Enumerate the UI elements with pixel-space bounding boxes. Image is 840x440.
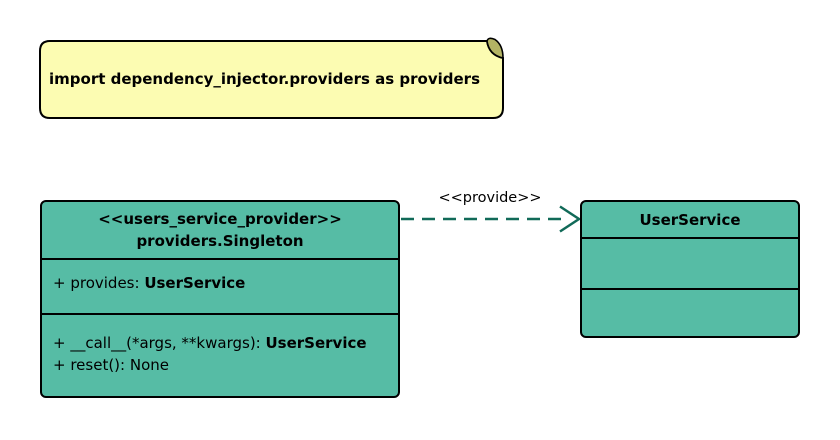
import-note-text: import dependency_injector.providers as … [49, 70, 481, 88]
class-methods-section-empty [582, 288, 798, 336]
class-header-userservice: UserService [582, 202, 798, 237]
method-type: UserService [265, 334, 367, 352]
class-name: providers.Singleton [136, 232, 304, 250]
class-methods-section: + __call__(*args, **kwargs): UserService… [42, 313, 398, 398]
import-note: import dependency_injector.providers as … [40, 41, 503, 118]
attribute-row: + provides: UserService [53, 272, 392, 294]
class-stereotype: <<users_service_provider>> [98, 210, 342, 228]
method-row: + __call__(*args, **kwargs): UserService [53, 332, 392, 354]
class-box-providers-singleton: <<users_service_provider>> providers.Sin… [40, 200, 400, 398]
class-header-providers-singleton: <<users_service_provider>> providers.Sin… [42, 202, 398, 258]
class-box-userservice: UserService [580, 200, 800, 338]
attribute-text: + provides: [53, 274, 145, 292]
class-name: UserService [639, 210, 741, 229]
arrow-label: <<provide>> [438, 190, 542, 206]
class-attributes-section: + provides: UserService [42, 258, 398, 313]
method-row: + reset(): None [53, 354, 392, 376]
method-text: + __call__(*args, **kwargs): [53, 334, 266, 352]
method-text: + reset(): None [53, 356, 169, 374]
class-attributes-section-empty [582, 237, 798, 288]
dependency-arrowhead-icon [559, 205, 582, 233]
note-fold-icon [486, 37, 504, 59]
attribute-type: UserService [144, 274, 246, 292]
